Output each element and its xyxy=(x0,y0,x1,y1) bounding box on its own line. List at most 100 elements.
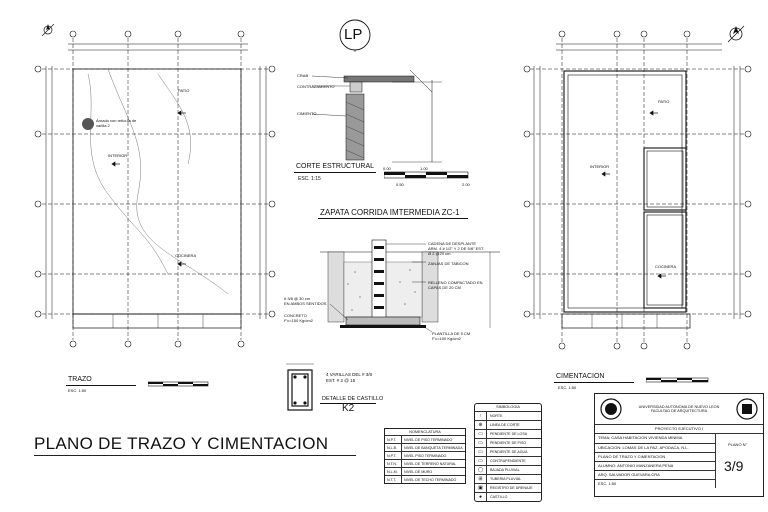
pipe-icon: ⊞ xyxy=(475,475,487,483)
cimentacion-scale-bar xyxy=(646,377,709,383)
simbologia-row: ↑NORTE xyxy=(475,411,541,420)
slope-icon: ▭ xyxy=(475,448,487,456)
corte-label-crab: CRAB xyxy=(297,73,309,78)
slope-icon: ▭ xyxy=(475,439,487,447)
room-label-interior-left: INTERIOR xyxy=(108,153,128,158)
castillo-spec1: 4 VARILLAS DEL # 3/8 xyxy=(326,372,373,377)
north-arrow-icon xyxy=(727,25,745,43)
tb-escala: ESC. 1:50 xyxy=(595,479,715,488)
tb-tema: TEMA: CASA HABITACION VIVIENDA MINIMA xyxy=(598,435,683,440)
university-seal-icon xyxy=(600,398,622,420)
nomenclatura-row: N.T.N.NIVEL DE TERRENO NATURAL xyxy=(385,459,465,467)
room-label-cocinera-right: COCINERA xyxy=(655,264,677,269)
corte-label-contrazamiento: CONTRAZAMIENTO xyxy=(297,84,335,89)
nomenclatura-table: NOMENCLATURA N.P.T.NIVEL DE PISO TERMINA… xyxy=(384,428,466,484)
simbologia-row: ▭CONTRAPENDIENTE xyxy=(475,456,541,465)
corte-scale-0: 0.00 xyxy=(383,166,391,171)
simbologia-row: ▭PENDIENTE DE PISO xyxy=(475,438,541,447)
room-label-patio-right: PATIO xyxy=(658,99,670,104)
corte-title-underline xyxy=(294,172,376,173)
simbologia-row: ▭PENDIENTE DE AGUA xyxy=(475,447,541,456)
zapata-label-est: Ø 2 @20 cm xyxy=(428,251,451,256)
slope-icon: ▭ xyxy=(475,430,487,438)
tb-alumno: ALUMNO: ANTONIO MANZANERA PENA xyxy=(595,461,715,470)
cimentacion-title-underline xyxy=(554,382,634,383)
corte-scale-3: 2.00 xyxy=(462,182,470,187)
tb-ubicacion: UBICACION: LOMAS DE LA PAZ, APODACA, N.L… xyxy=(595,443,715,452)
corte-label-cimiento: CIMIENTO xyxy=(297,111,317,116)
nomenclatura-row: N.P.T.NIVEL DE PISO TERMINADO xyxy=(385,435,465,443)
trazo-scale: ESC. 1:50 xyxy=(68,388,87,393)
castillo-detail xyxy=(286,363,314,411)
trazo-title-underline xyxy=(66,385,136,386)
cimentacion-title: CIMENTACION xyxy=(556,373,605,380)
room-label-patio-left: PATIO xyxy=(178,88,190,93)
sheet-number: 3/9 xyxy=(724,458,744,474)
university-name: UNIVERSIDAD AUTONOMA DE NUEVO LEON xyxy=(638,405,720,409)
trazo-title: TRAZO xyxy=(68,376,92,383)
castillo-spec2: EST. # 2 @ 15 xyxy=(326,378,356,383)
zapata-label-fc150: F'c=150 Kg/cm2 xyxy=(284,318,313,323)
drain-icon: ▣ xyxy=(475,484,487,492)
tb-plano: PLANO DE TRAZO Y CIMENTACION xyxy=(595,452,715,461)
simbologia-row: ⊞TUBERIA PLUVIAL xyxy=(475,474,541,483)
simbologia-row: ◯BAJADA PLUVIAL xyxy=(475,465,541,474)
zapata-label-sentidos: EN AMBOS SENTIDOS xyxy=(284,301,327,306)
room-label-cocinera-left: COCINERA xyxy=(175,253,197,258)
zapata-label-arm: ARM. 4 # 1/2" Y 2 DE 5/8" EST. xyxy=(428,246,485,251)
zapata-label-concreto: CONCRETO xyxy=(284,313,307,318)
sheet-title: PLANO DE TRAZO Y CIMENTACION xyxy=(34,434,329,453)
zapata-label-relleno: RELLENO COMPACTADO EN xyxy=(428,280,483,285)
nomenclatura-row: N.L.B.NIVEL DE BANQUETA TERMINADA xyxy=(385,443,465,451)
faculty-name: FACULTAD DE ARQUITECTURA xyxy=(650,409,708,413)
castillo-title-underline xyxy=(320,403,376,404)
nomenclatura-row: N.L.M.NIVEL DE MURO xyxy=(385,467,465,475)
project-label: PROYECTO EJECUTIVO I xyxy=(595,425,763,434)
trazo-scale-bar xyxy=(148,381,209,387)
corte-section xyxy=(311,69,442,163)
lp-label: LP xyxy=(344,26,363,43)
zapata-label-capas: CAPAS DE 20 CM xyxy=(428,285,461,290)
section-cut-icon: ⊕ xyxy=(475,421,487,429)
plano-number-label: PLANO N° xyxy=(728,442,748,447)
nomenclatura-row: N.T.T.NIVEL DE TECHO TERMINADO xyxy=(385,475,465,483)
cimentacion-scale: ESC. 1:50 xyxy=(558,385,577,390)
simbologia-row: ⊕LINEA DE CORTE xyxy=(475,420,541,429)
zapata-label-plantilla: PLANTILLA DE 5 CM xyxy=(432,331,471,336)
title-block: UNIVERSIDAD AUTONOMA DE NUEVO LEON FACUL… xyxy=(594,393,764,497)
lp-marker xyxy=(339,19,371,52)
zapata-label-fc100: F'c=100 Kg/cm2 xyxy=(432,336,461,341)
tree-icon xyxy=(82,118,94,130)
tb-arq: ARQ. SALVADOR GUEVARA CRA xyxy=(595,470,715,479)
nomenclatura-title: NOMENCLATURA xyxy=(409,430,441,434)
cimentacion-plan xyxy=(523,25,752,350)
simbologia-title: SIMBOLOGIA xyxy=(496,405,520,409)
corte-scale-bar xyxy=(384,171,469,179)
zapata-label-varilla: # 3/8 @ 30 cm xyxy=(284,296,311,301)
downspout-icon: ◯ xyxy=(475,466,487,474)
zapata-section xyxy=(320,239,500,333)
north-arrow-icon xyxy=(41,23,55,37)
corte-scale-2: 0.50 xyxy=(396,182,404,187)
corte-title: CORTE ESTRUCTURAL xyxy=(296,163,375,170)
column-icon: ● xyxy=(475,493,487,501)
corte-scale-1: 1.00 xyxy=(420,166,428,171)
simbologia-row: ●CASTILLO xyxy=(475,492,541,501)
zapata-label-cadena: CADENA DE DESPLANTE xyxy=(428,241,477,246)
zapata-label-zanjas: ZANJAS DE TABICON xyxy=(428,261,469,266)
simbologia-row: ▣REGISTRO DE DRENAJE xyxy=(475,483,541,492)
simbologia-row: ▭PENDIENTE DE LOSA xyxy=(475,429,541,438)
castillo-code: K2 xyxy=(342,403,355,414)
room-label-interior-right: INTERIOR xyxy=(590,164,610,169)
corte-scale: ESC. 1:15 xyxy=(298,176,321,182)
castillo-title: DETALLE DE CASTILLO xyxy=(322,396,384,402)
sheet-title-underline xyxy=(34,455,356,456)
slope-icon: ▭ xyxy=(475,457,487,465)
trazo-plan xyxy=(34,23,276,348)
faculty-seal-icon xyxy=(736,398,758,420)
tree-note: Árnado con retícula de varilla 2 xyxy=(96,118,137,128)
north-icon: ↑ xyxy=(475,412,487,420)
simbologia-table: SIMBOLOGIA ↑NORTE ⊕LINEA DE CORTE ▭PENDI… xyxy=(474,403,542,502)
nomenclatura-row: N.P.T.NIVEL PISO TERMINADO xyxy=(385,451,465,459)
zapata-title: ZAPATA CORRIDA IMTERMEDIA ZC-1 xyxy=(320,208,460,217)
